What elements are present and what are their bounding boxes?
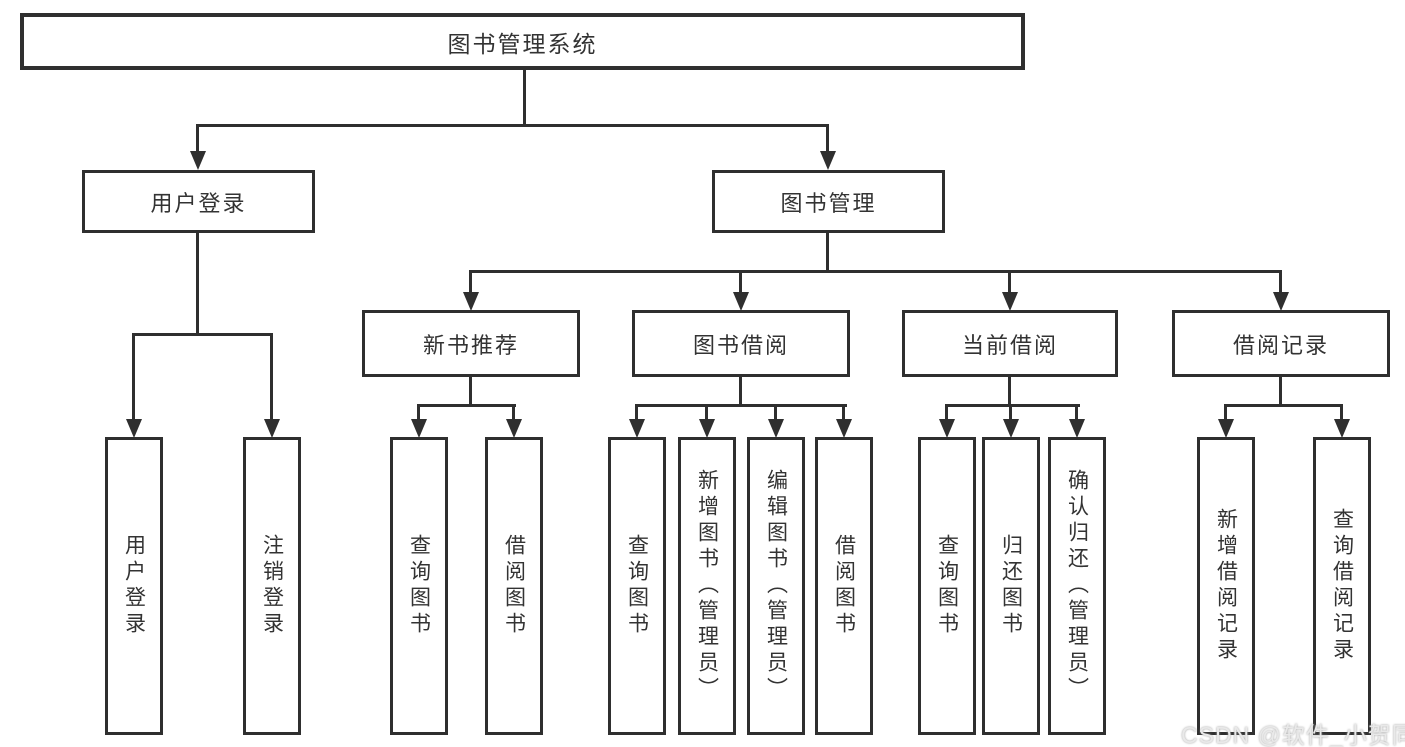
- leaf-return-book-label: 归还图书: [999, 534, 1023, 638]
- leaf-borrow-books-borrowing: 借阅图书: [815, 437, 873, 735]
- leaf-add-borrow-record: 新增借阅记录: [1197, 437, 1255, 735]
- edge-recommend-stem: [469, 377, 472, 407]
- leaf-borrow-books-borrowing-label: 借阅图书: [832, 534, 856, 638]
- leaf-query-books-recommend-label: 查询图书: [407, 534, 431, 638]
- arrow-down-icon: [1003, 419, 1019, 438]
- leaf-query-books-current-label: 查询图书: [935, 534, 959, 638]
- edge-drop-recommend: [469, 270, 472, 294]
- leaf-add-book-admin-label: 新增图书（管理员）: [695, 469, 719, 703]
- arrow-down-icon: [1334, 419, 1350, 438]
- leaf-add-book-admin: 新增图书（管理员）: [678, 437, 736, 735]
- arrow-down-icon: [126, 419, 142, 438]
- arrow-down-icon: [939, 419, 955, 438]
- edge-drop-leaf: [132, 333, 135, 421]
- edge-book-management-spread: [469, 270, 1282, 273]
- node-library-system: 图书管理系统: [20, 13, 1025, 70]
- leaf-query-books-recommend: 查询图书: [390, 437, 448, 735]
- arrow-down-icon: [1069, 419, 1085, 438]
- node-new-book-recommendation: 新书推荐: [362, 310, 580, 377]
- edge-borrowing-stem: [739, 377, 742, 407]
- edge-drop-leaf: [417, 404, 420, 421]
- edge-drop-leaf: [1224, 404, 1227, 421]
- arrow-down-icon: [463, 292, 479, 311]
- edge-user-login-stem: [196, 233, 199, 336]
- leaf-query-borrow-record: 查询借阅记录: [1313, 437, 1371, 735]
- leaf-query-books-current: 查询图书: [918, 437, 976, 735]
- edge-drop-current: [1008, 270, 1011, 294]
- edge-drop-leaf: [1075, 404, 1078, 421]
- leaf-confirm-return-admin-label: 确认归还（管理员）: [1065, 469, 1089, 703]
- edge-book-management-stem: [826, 233, 829, 273]
- edge-drop-book-management: [826, 124, 829, 153]
- edge-records-spread: [1224, 404, 1343, 407]
- leaf-user-login-label: 用户登录: [122, 534, 146, 638]
- leaf-query-books-borrowing: 查询图书: [608, 437, 666, 735]
- edge-drop-leaf: [1340, 404, 1343, 421]
- edge-drop-leaf: [945, 404, 948, 421]
- edge-current-spread: [945, 404, 1080, 407]
- node-user-login: 用户登录: [82, 170, 315, 233]
- edge-drop-user-login: [196, 124, 199, 153]
- edge-borrowing-spread: [635, 404, 847, 407]
- arrow-down-icon: [699, 419, 715, 438]
- leaf-edit-book-admin-label: 编辑图书（管理员）: [764, 469, 788, 703]
- edge-drop-leaf: [635, 404, 638, 421]
- leaf-borrow-books-recommend-label: 借阅图书: [502, 534, 526, 638]
- node-borrowing-records: 借阅记录: [1172, 310, 1390, 377]
- edge-drop-leaf: [774, 404, 777, 421]
- arrow-down-icon: [629, 419, 645, 438]
- edge-drop-leaf: [270, 333, 273, 421]
- watermark: CSDN @软件_小贺同学: [1181, 722, 1405, 747]
- arrow-down-icon: [1002, 292, 1018, 311]
- edge-root-stem: [523, 70, 526, 127]
- arrow-down-icon: [506, 419, 522, 438]
- edge-user-login-spread: [132, 333, 273, 336]
- edge-drop-leaf: [842, 404, 845, 421]
- leaf-logout: 注销登录: [243, 437, 301, 735]
- edge-records-stem: [1279, 377, 1282, 407]
- leaf-return-book: 归还图书: [982, 437, 1040, 735]
- edge-recommend-spread: [417, 404, 516, 407]
- leaf-query-books-borrowing-label: 查询图书: [625, 534, 649, 638]
- leaf-borrow-books-recommend: 借阅图书: [485, 437, 543, 735]
- arrow-down-icon: [733, 292, 749, 311]
- arrow-down-icon: [768, 419, 784, 438]
- leaf-logout-label: 注销登录: [260, 534, 284, 638]
- arrow-down-icon: [411, 419, 427, 438]
- edge-drop-leaf: [1009, 404, 1012, 421]
- node-book-borrowing: 图书借阅: [632, 310, 850, 377]
- node-book-management: 图书管理: [712, 170, 945, 233]
- arrow-down-icon: [820, 151, 836, 170]
- arrow-down-icon: [1218, 419, 1234, 438]
- leaf-query-borrow-record-label: 查询借阅记录: [1330, 508, 1354, 664]
- edge-drop-leaf: [512, 404, 515, 421]
- arrow-down-icon: [264, 419, 280, 438]
- leaf-user-login: 用户登录: [105, 437, 163, 735]
- edge-drop-records: [1279, 270, 1282, 294]
- edge-current-stem: [1008, 377, 1011, 407]
- leaf-edit-book-admin: 编辑图书（管理员）: [747, 437, 805, 735]
- leaf-confirm-return-admin: 确认归还（管理员）: [1048, 437, 1106, 735]
- edge-drop-leaf: [705, 404, 708, 421]
- leaf-add-borrow-record-label: 新增借阅记录: [1214, 508, 1238, 664]
- arrow-down-icon: [190, 151, 206, 170]
- edge-root-spread: [196, 124, 829, 127]
- node-current-borrowing: 当前借阅: [902, 310, 1118, 377]
- arrow-down-icon: [836, 419, 852, 438]
- edge-drop-borrowing: [739, 270, 742, 294]
- arrow-down-icon: [1273, 292, 1289, 311]
